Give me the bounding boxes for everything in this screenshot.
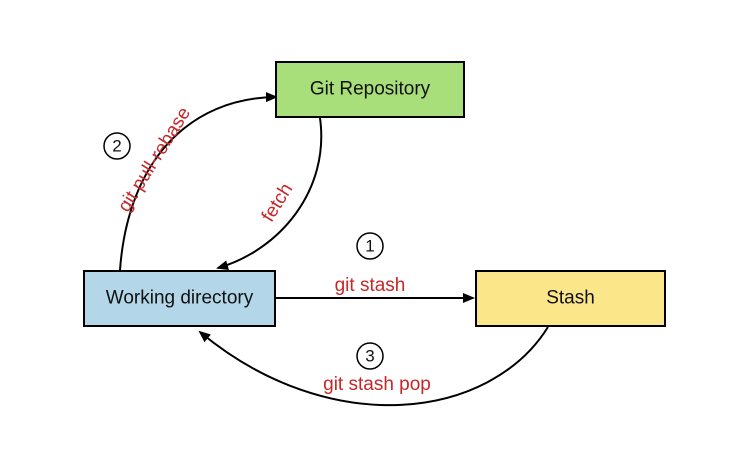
git-stash-label: git stash (335, 275, 406, 296)
stash-box (475, 270, 666, 327)
working-directory-node: Working directory (83, 270, 276, 327)
fetch-arrow (216, 117, 323, 271)
working-directory-box (83, 270, 276, 327)
working-directory-label: Working directory (106, 288, 254, 309)
step-1-number: 1 (365, 236, 374, 255)
step-3-marker: 3 (356, 342, 384, 370)
git-repository-box (275, 61, 465, 118)
pull-rebase-label: git pull-rebase (114, 104, 195, 216)
git-repository-node: Git Repository (275, 61, 465, 118)
stash-node: Stash (475, 270, 666, 327)
step-3-circle (356, 342, 384, 370)
step-3-number: 3 (365, 346, 374, 365)
step-2-circle (103, 132, 131, 160)
stash-pop-label: git stash pop (323, 374, 431, 395)
stash-pop-arrow (198, 326, 549, 407)
step-1-circle (356, 232, 384, 260)
git-repository-label: Git Repository (310, 79, 431, 100)
pull-rebase-arrow (119, 92, 278, 271)
step-2-number: 2 (112, 136, 121, 155)
stash-label: Stash (546, 288, 595, 309)
step-2-marker: 2 (103, 132, 131, 160)
step-1-marker: 1 (356, 232, 384, 260)
